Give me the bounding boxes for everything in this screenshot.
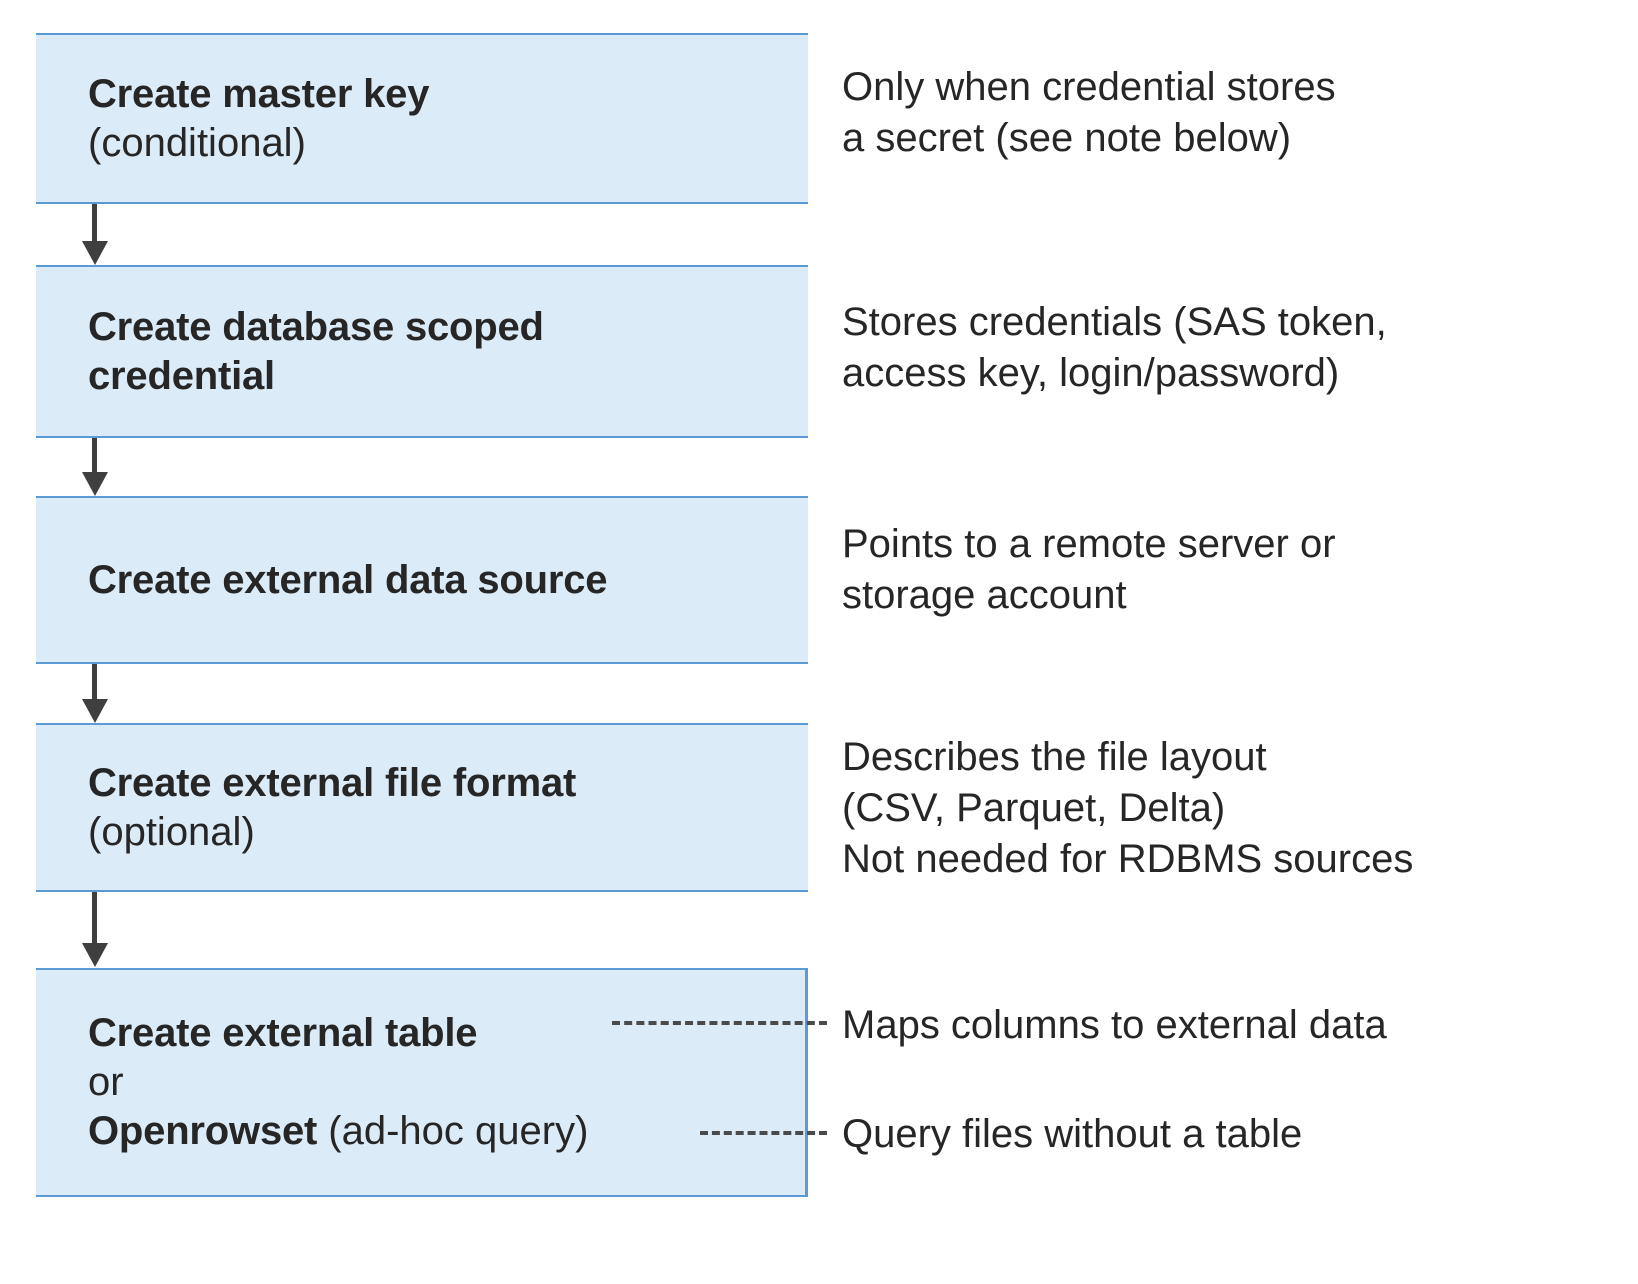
step-title-openrowset: Openrowset <box>88 1108 318 1153</box>
step-box-external-data-source[interactable]: Create external data source <box>36 496 808 664</box>
step-box-external-table-content: Create external table or Openrowset (ad-… <box>36 1009 805 1155</box>
step-title-external-table: Create external table <box>88 1011 478 1056</box>
step-box-external-file-format[interactable]: Create external file format (optional) <box>36 723 808 892</box>
step-title-master-key: Create master key <box>88 71 430 116</box>
step-note-external-table: Maps columns to external data <box>842 1003 1387 1047</box>
step-box-master-key-content: Create master key (conditional) <box>36 70 808 168</box>
arrow-down-icon-1 <box>82 204 108 265</box>
step-conjunction-or: or <box>88 1060 124 1105</box>
step-title-credential-line1: Create database scoped <box>88 304 544 349</box>
step-title-external-file-format: Create external file format <box>88 760 577 805</box>
arrow-head <box>82 472 108 496</box>
arrow-down-icon-3 <box>82 664 108 723</box>
arrow-head <box>82 699 108 723</box>
step-box-database-scoped-credential-content: Create database scoped credential <box>36 303 808 401</box>
dashed-connector-openrowset <box>700 1131 827 1135</box>
step-qualifier-openrowset: (ad-hoc query) <box>317 1108 589 1153</box>
arrow-head <box>82 241 108 265</box>
step-qualifier-external-file-format: (optional) <box>88 809 255 854</box>
step-note-external-data-source: Points to a remote server or storage acc… <box>842 522 1336 618</box>
step-note-database-scoped-credential: Stores credentials (SAS token, access ke… <box>842 300 1387 396</box>
arrow-stem <box>92 664 97 700</box>
arrow-down-icon-4 <box>82 892 108 968</box>
step-qualifier-master-key: (conditional) <box>88 120 306 165</box>
arrow-stem <box>92 438 97 473</box>
step-note-external-file-format: Describes the file layout (CSV, Parquet,… <box>842 735 1414 882</box>
step-box-external-table-or-openrowset[interactable]: Create external table or Openrowset (ad-… <box>36 968 808 1197</box>
step-title-external-data-source: Create external data source <box>88 557 608 602</box>
arrow-down-icon-2 <box>82 438 108 496</box>
arrow-head <box>82 943 108 967</box>
step-note-openrowset: Query files without a table <box>842 1112 1303 1156</box>
step-note-master-key: Only when credential stores a secret (se… <box>842 65 1336 161</box>
step-title-openrowset-row: Openrowset (ad-hoc query) <box>88 1107 789 1156</box>
step-box-database-scoped-credential[interactable]: Create database scoped credential <box>36 265 808 438</box>
dashed-connector-external-table <box>612 1021 827 1025</box>
step-box-master-key[interactable]: Create master key (conditional) <box>36 33 808 204</box>
arrow-stem <box>92 892 97 944</box>
step-box-external-data-source-content: Create external data source <box>36 556 808 605</box>
arrow-stem <box>92 204 97 242</box>
step-title-credential-line2: credential <box>88 353 275 398</box>
step-box-external-file-format-content: Create external file format (optional) <box>36 759 808 857</box>
